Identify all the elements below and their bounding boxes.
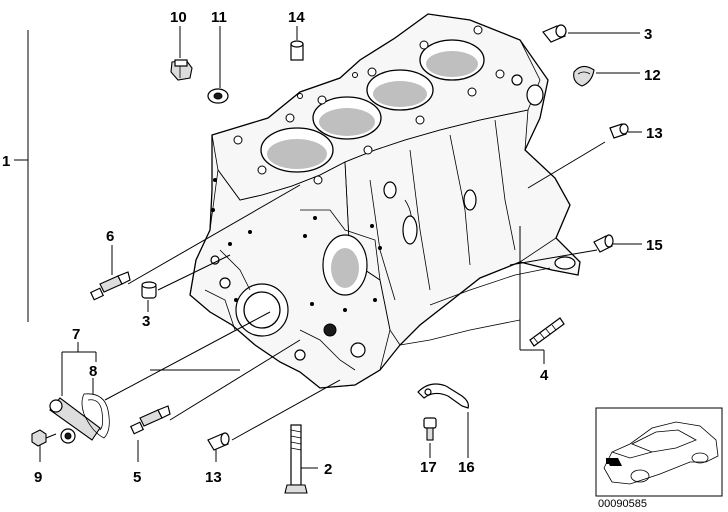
bolt-part-10 <box>170 59 193 81</box>
callout-1: 1 <box>2 153 10 170</box>
callout-7: 7 <box>72 326 80 343</box>
screw-part-17 <box>423 417 437 441</box>
callout-labels: 1 10 11 14 3 12 13 15 6 3 7 8 4 9 5 13 2… <box>2 9 663 486</box>
callout-10: 10 <box>170 9 187 26</box>
callout-13-bottom: 13 <box>205 469 222 486</box>
callout-9: 9 <box>34 469 42 486</box>
callout-13-right: 13 <box>646 125 663 142</box>
callout-3-top: 3 <box>644 26 652 43</box>
plug-part-13-bottom <box>207 432 230 451</box>
stud-part-4 <box>529 317 565 347</box>
callout-14: 14 <box>288 9 305 26</box>
callout-11: 11 <box>211 9 227 26</box>
sensor-part-5 <box>129 405 171 435</box>
callout-3-left: 3 <box>142 313 150 330</box>
callout-16: 16 <box>458 459 475 476</box>
washer-part-11 <box>207 88 229 104</box>
plug-part-13-right <box>609 123 629 139</box>
engine-block <box>189 13 581 389</box>
callout-6: 6 <box>106 228 114 245</box>
block-side-ribs <box>369 74 576 346</box>
sleeve-part-15 <box>593 234 614 253</box>
leader-lines <box>14 26 642 469</box>
plug-part-3-left <box>141 281 157 299</box>
long-bolt-part-2 <box>284 424 308 494</box>
callout-4: 4 <box>540 367 549 384</box>
sensor-part-6 <box>89 271 131 301</box>
tensioner-part-7 <box>49 397 101 444</box>
reference-number: 00090585 <box>598 498 647 510</box>
bracket-part-16 <box>417 383 469 409</box>
dowel-sleeve-part-14 <box>290 40 304 61</box>
bearing-shell-part-12 <box>573 65 595 87</box>
callout-5: 5 <box>133 469 141 486</box>
head-bolt-holes <box>233 25 505 185</box>
callout-2: 2 <box>324 461 332 478</box>
inset-vehicle-panel: 00090585 <box>595 407 723 510</box>
callout-17: 17 <box>420 459 437 476</box>
car-sedan-icon <box>603 421 719 485</box>
cylinder-bores <box>260 39 485 173</box>
callout-15: 15 <box>646 237 663 254</box>
sleeve-part-3-top <box>542 24 567 43</box>
gasket-part-8 <box>81 393 110 439</box>
callout-12: 12 <box>644 67 661 84</box>
callout-8: 8 <box>89 363 97 380</box>
bolt-part-9 <box>31 429 57 447</box>
